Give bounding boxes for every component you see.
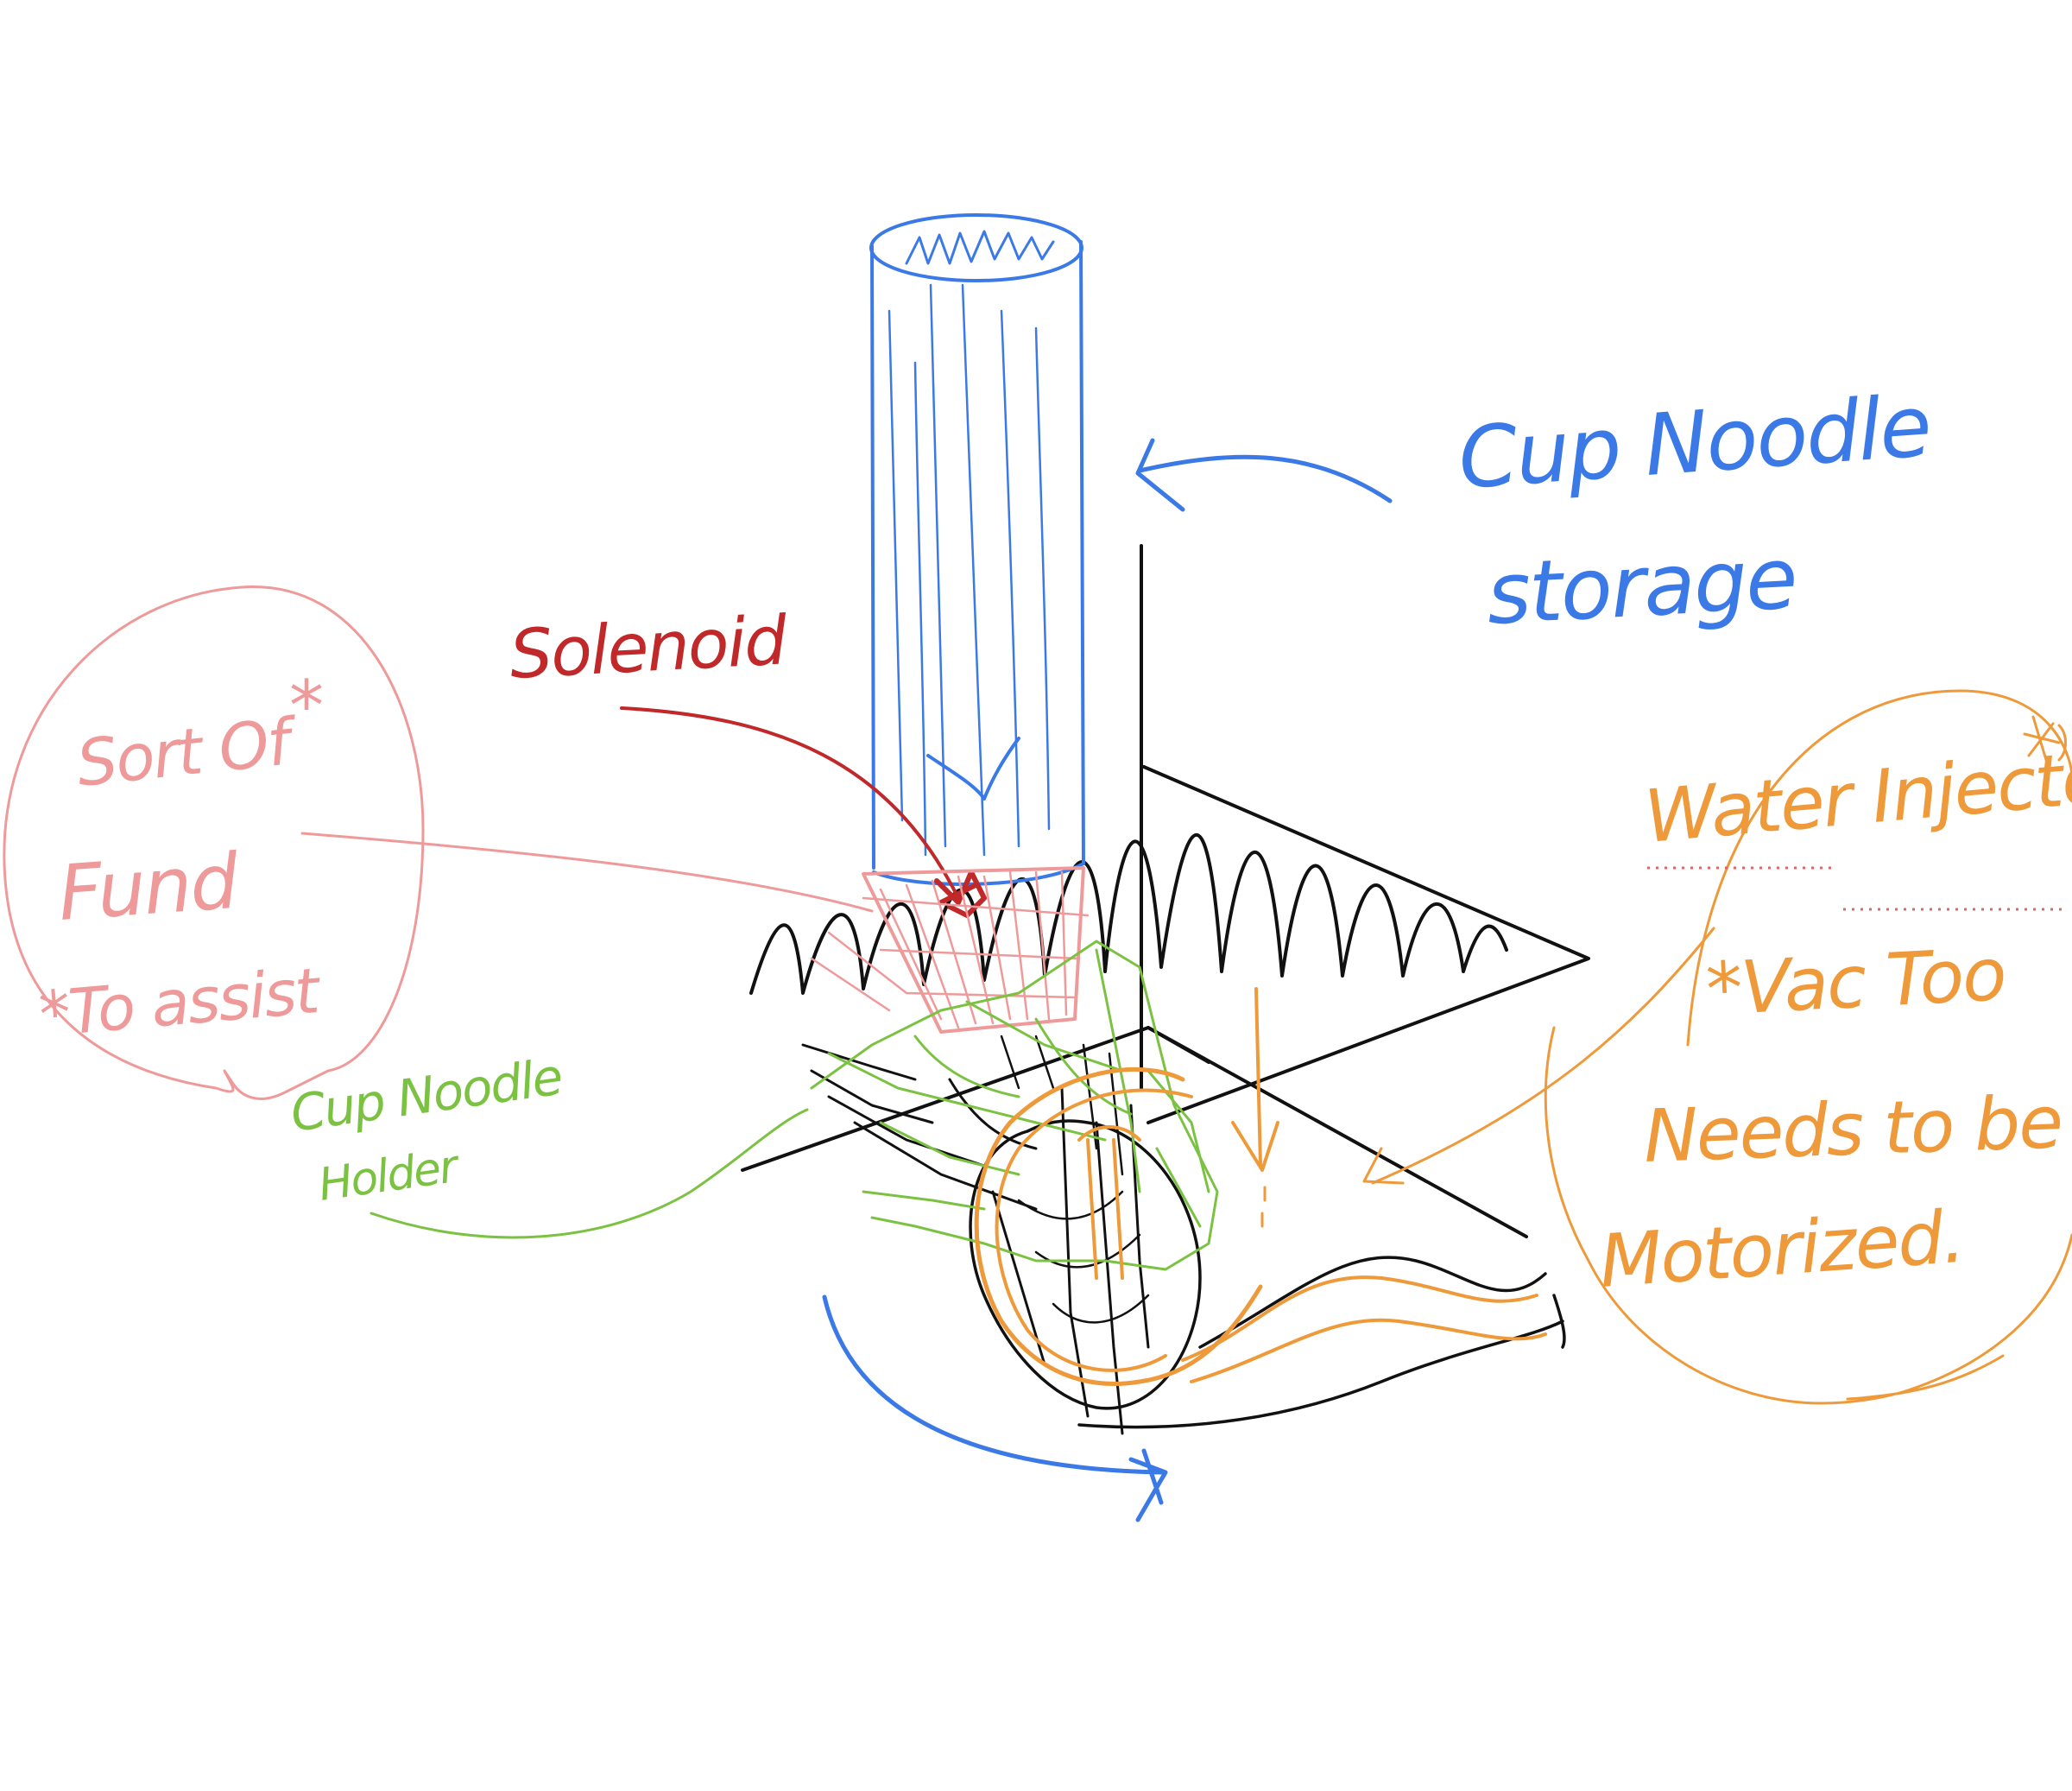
cup-storage-tube <box>871 215 1083 884</box>
injector-underlines <box>1647 868 2063 909</box>
funnel-label-line1: Sort Of <box>73 704 302 801</box>
solenoid-label: Solenoid <box>508 602 789 694</box>
triangular-shelf <box>1144 767 1589 1123</box>
storage-pointer-arrow <box>1138 440 1390 509</box>
injector-label-title: Water Injector <box>1641 731 2072 859</box>
funnel-label-star: * <box>289 666 322 746</box>
funnel-label-line3: *To assist <box>36 954 325 1051</box>
injector-label-line3: Motorized. <box>1597 1194 1967 1304</box>
funnel-label-line2: Fund <box>55 837 242 938</box>
tube-right-wall <box>1081 242 1083 864</box>
storage-label-line1: Cup Noodle <box>1456 377 1933 509</box>
tube-down-arrow <box>928 738 1019 799</box>
holder-label-line2: Holder <box>315 1140 464 1211</box>
base-platform <box>742 1028 1526 1237</box>
injector-pipe <box>1183 1277 1545 1382</box>
injector-label-line1: *Vac Too <box>1704 932 2007 1032</box>
tube-top-hatching <box>906 231 1053 263</box>
solenoid-leader <box>622 708 958 898</box>
storage-label-line2: storage <box>1484 529 1798 644</box>
injector-dashes <box>1262 1187 1265 1226</box>
injector-label-line2: Needs to be <box>1642 1079 2063 1179</box>
holder-label-line1: Cup Noodle <box>287 1047 565 1143</box>
shelf-spring-coil <box>751 835 1507 993</box>
machine-frame <box>742 546 1589 1433</box>
funnel-leader <box>302 833 872 911</box>
labels: Cup Noodle storage Solenoid Sort Of * Fu… <box>36 377 2072 1304</box>
tube-reflection-lines <box>889 285 1049 855</box>
tube-left-wall <box>872 246 874 868</box>
